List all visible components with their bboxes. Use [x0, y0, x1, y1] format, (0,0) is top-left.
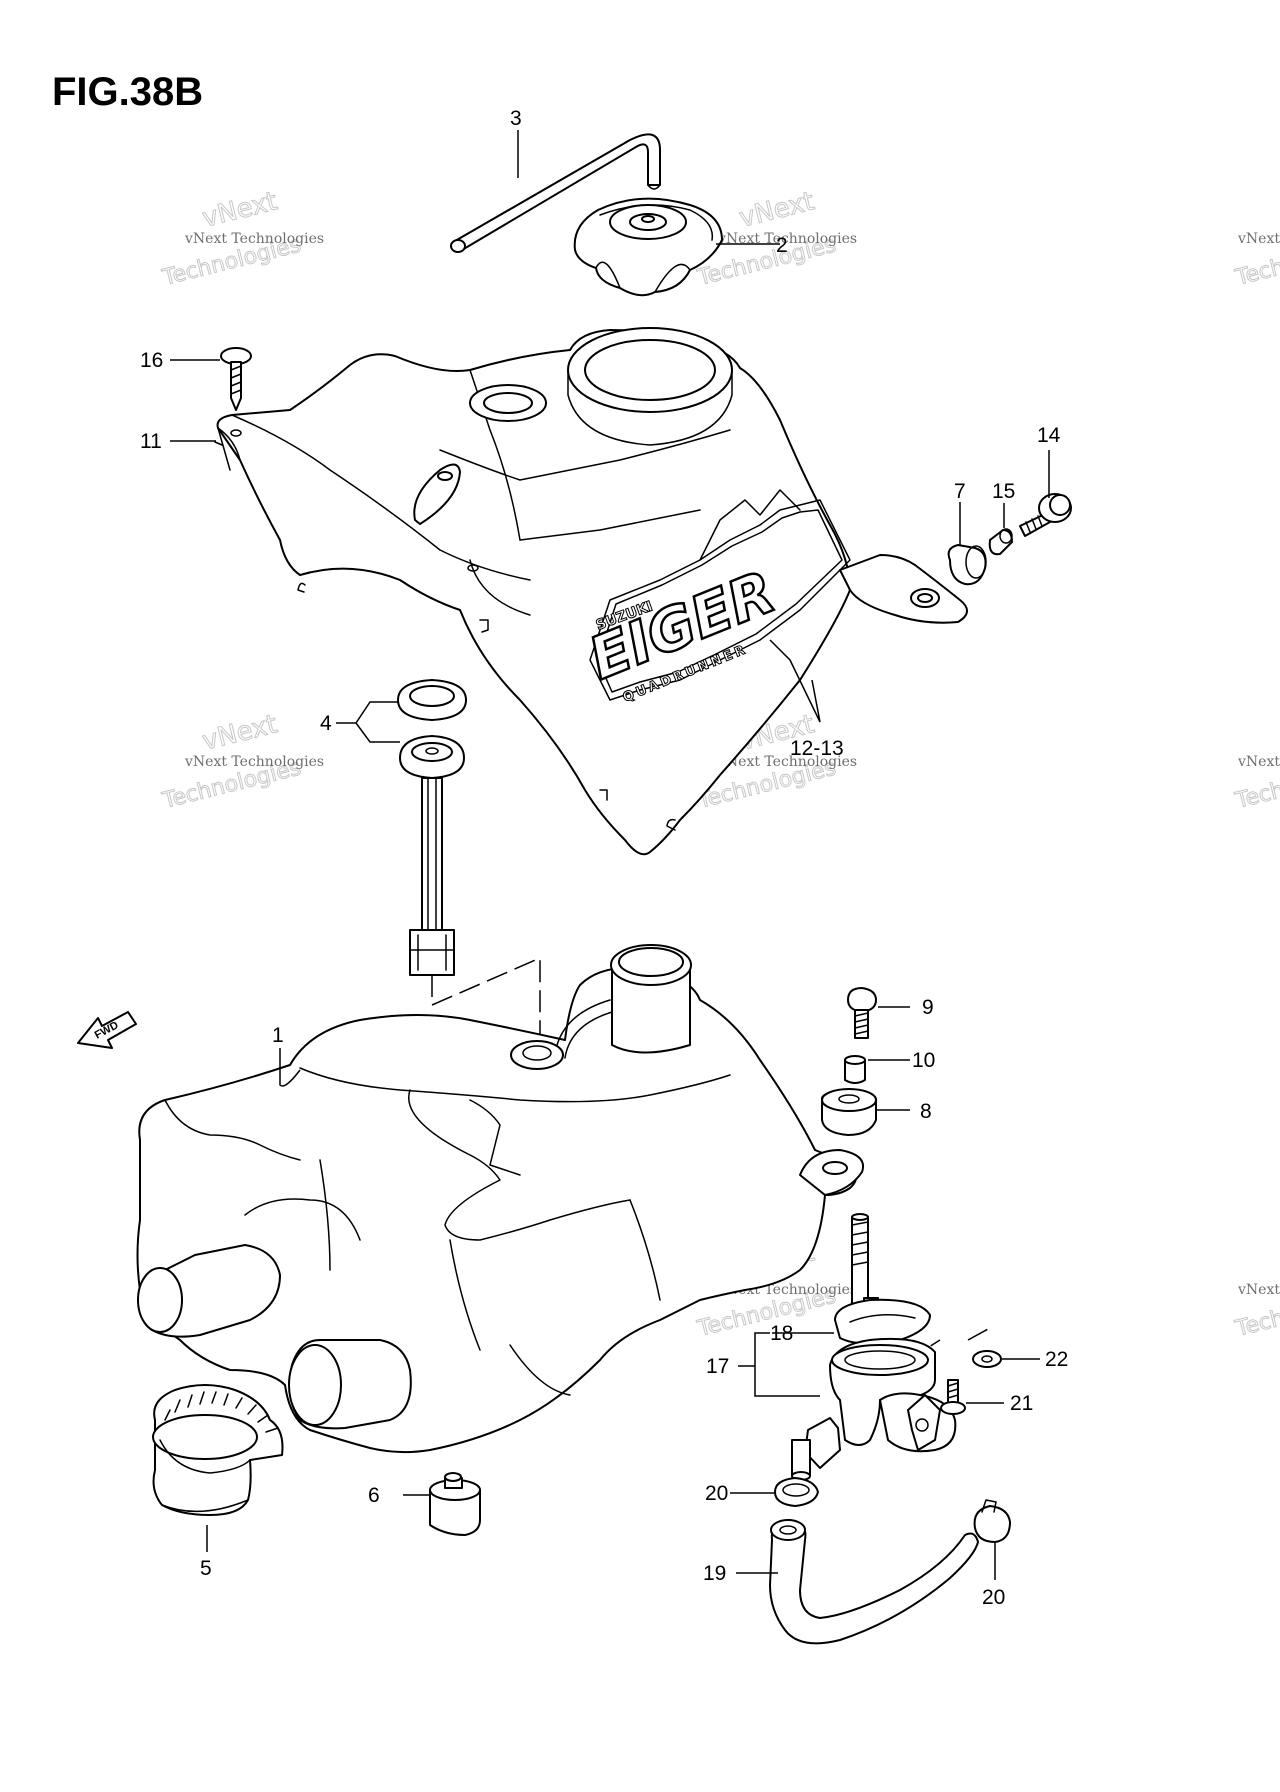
leader-lines — [170, 130, 1050, 1580]
watermark-text: vNext Technologies — [717, 231, 857, 247]
part-14-bolt — [1019, 493, 1072, 537]
watermark-text: vNext Technologies — [184, 754, 324, 770]
callout-9: 9 — [922, 996, 934, 1019]
part-1-fuel-tank — [136, 944, 864, 1454]
part-20-clip — [774, 1477, 819, 1507]
fwd-direction-arrow: FWD — [77, 1011, 137, 1049]
part-10-collar — [844, 1055, 866, 1084]
part-18-gasket — [834, 1298, 931, 1345]
watermark: vNext Technologies vNext Technologies — [159, 186, 324, 292]
watermark-vnext: vNext — [199, 709, 280, 756]
callout-19: 19 — [703, 1562, 726, 1585]
callout-3: 3 — [510, 107, 522, 130]
callout-7: 7 — [954, 480, 966, 503]
part-2-fuel-cap — [573, 197, 723, 297]
watermark-vnext: vNext — [199, 186, 280, 233]
callout-16: 16 — [140, 349, 163, 372]
watermark-text: vNext Technologies — [1237, 754, 1280, 770]
callout-15: 15 — [992, 480, 1015, 503]
part-20-clip — [973, 1499, 1011, 1543]
callout-20: 20 — [705, 1482, 728, 1505]
callout-20: 20 — [982, 1586, 1005, 1609]
assembly-guide-line — [967, 1327, 991, 1341]
callout-5: 5 — [200, 1557, 212, 1580]
part-11-12-tank-cover — [214, 327, 968, 856]
watermark: vNext Technologies Technologies — [1232, 231, 1280, 292]
callout-6: 6 — [368, 1484, 380, 1507]
part-17-fuel-valve — [791, 1213, 957, 1481]
callout-8: 8 — [920, 1100, 932, 1123]
part-16-screw — [220, 347, 252, 411]
watermark: vNext Technologies Technologies — [1232, 1282, 1280, 1343]
callout-11: 11 — [140, 430, 162, 453]
callout-22: 22 — [1045, 1348, 1068, 1371]
callout-18: 18 — [770, 1322, 793, 1345]
watermark-text: vNext Technologies — [184, 231, 324, 247]
watermark-vnext: vNext — [736, 186, 817, 233]
part-21-screw — [940, 1379, 966, 1415]
part-9-bolt — [847, 987, 877, 1039]
callout-2: 2 — [776, 234, 788, 257]
watermark-text: vNext Technologies — [1237, 1282, 1280, 1298]
figure-title: FIG.38B — [52, 70, 204, 114]
callout-17: 17 — [706, 1355, 729, 1378]
callout-10: 10 — [912, 1049, 935, 1072]
watermark-text: vNext Technologies — [1237, 231, 1280, 247]
part-19-fuel-hose — [769, 1519, 979, 1645]
part-15-collar — [988, 528, 1013, 556]
part-3-breather-hose — [450, 133, 661, 253]
assembly-guide-line — [431, 956, 541, 1055]
part-7-cushion — [947, 544, 987, 586]
part-5-shroud — [152, 1384, 284, 1516]
watermark-text: vNext Technologies — [717, 754, 857, 770]
callout-14: 14 — [1037, 424, 1061, 447]
callout-21: 21 — [1010, 1392, 1033, 1415]
watermark: vNext Technologies Technologies — [1232, 754, 1280, 815]
part-8-cushion — [820, 1088, 878, 1136]
part-22-washer — [972, 1350, 1002, 1368]
part-6-cushion — [429, 1472, 481, 1536]
callout-labels: 3 2 16 11 7 15 14 12-13 4 1 9 10 8 18 17… — [140, 107, 1068, 1609]
callout-1: 1 — [272, 1024, 284, 1047]
watermark: vNext Technologies vNext Technologies — [159, 709, 324, 815]
part-4-fuel-sender — [397, 679, 467, 976]
callout-12-13: 12-13 — [790, 737, 844, 760]
callout-4: 4 — [320, 712, 332, 735]
